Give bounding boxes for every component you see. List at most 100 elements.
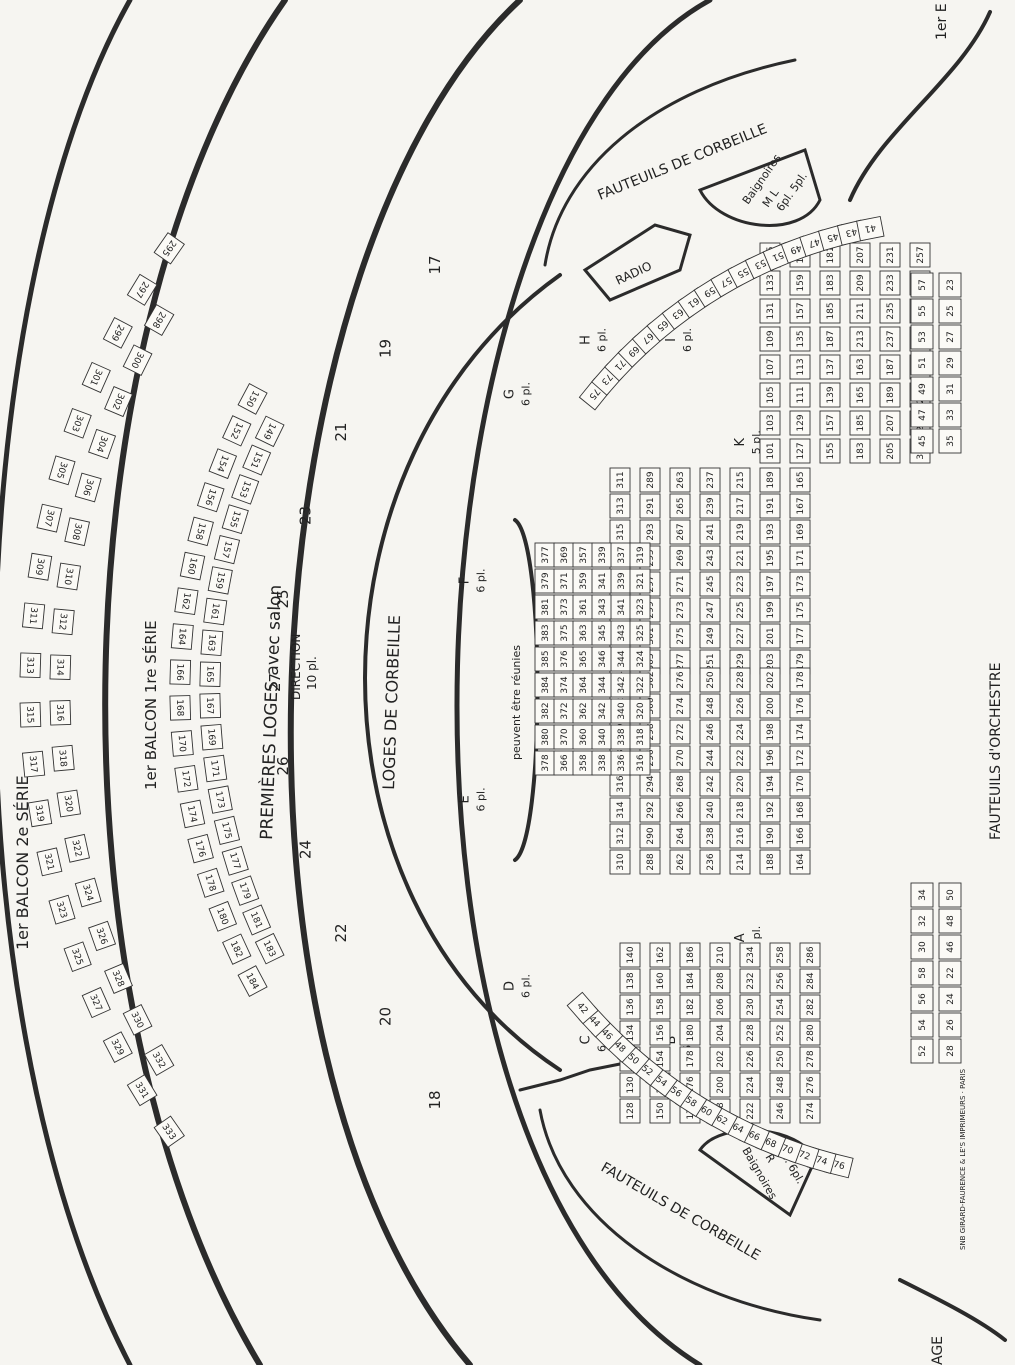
seat[interactable]: 338 — [591, 750, 613, 776]
seat[interactable]: 174 — [789, 719, 811, 745]
seat[interactable]: 295 — [153, 232, 185, 265]
seat[interactable]: 52 — [910, 1038, 934, 1064]
seat[interactable]: 371 — [553, 568, 575, 594]
seat[interactable]: 301 — [81, 361, 111, 394]
seat[interactable]: 30 — [910, 934, 934, 960]
seat[interactable]: 320 — [629, 698, 651, 724]
seat[interactable]: 266 — [669, 797, 691, 823]
seat[interactable]: 198 — [759, 719, 781, 745]
seat[interactable]: 262 — [669, 849, 691, 875]
seat[interactable]: 300 — [122, 344, 153, 376]
seat[interactable]: 163 — [849, 354, 871, 380]
seat[interactable]: 236 — [699, 849, 721, 875]
seat[interactable]: 340 — [591, 724, 613, 750]
seat[interactable]: 244 — [699, 745, 721, 771]
seat[interactable]: 264 — [669, 823, 691, 849]
seat[interactable]: 227 — [729, 623, 751, 649]
seat[interactable]: 199 — [759, 597, 781, 623]
seat[interactable]: 340 — [610, 698, 632, 724]
seat[interactable]: 188 — [759, 849, 781, 875]
seat[interactable]: 363 — [572, 620, 594, 646]
seat[interactable]: 383 — [534, 620, 556, 646]
premiere-loge[interactable]: 26 — [274, 756, 292, 775]
seat[interactable]: 323 — [48, 894, 76, 925]
premiere-loge[interactable]: 21 — [332, 422, 350, 441]
seat[interactable]: 161 — [203, 597, 228, 626]
seat[interactable]: 155 — [221, 504, 249, 535]
seat[interactable]: 248 — [699, 693, 721, 719]
seat[interactable]: 194 — [759, 771, 781, 797]
seat[interactable]: 330 — [122, 1004, 153, 1036]
seat[interactable]: 159 — [207, 566, 233, 595]
seat[interactable]: 327 — [81, 986, 111, 1019]
seat[interactable]: 184 — [679, 968, 701, 994]
seat[interactable]: 313 — [19, 652, 42, 679]
seat[interactable]: 346 — [591, 646, 613, 672]
seat[interactable]: 332 — [143, 1043, 175, 1077]
seat[interactable]: 326 — [88, 920, 117, 952]
seat[interactable]: 165 — [789, 467, 811, 493]
seat[interactable]: 320 — [56, 789, 81, 818]
seat[interactable]: 344 — [610, 646, 632, 672]
seat[interactable]: 131 — [759, 298, 781, 324]
seat[interactable]: 26 — [938, 1012, 962, 1038]
seat[interactable]: 183 — [819, 270, 841, 296]
seat[interactable]: 184 — [237, 965, 268, 997]
seat[interactable]: 370 — [553, 724, 575, 750]
seat[interactable]: 222 — [729, 745, 751, 771]
seat[interactable]: 369 — [553, 542, 575, 568]
seat[interactable]: 270 — [669, 745, 691, 771]
seat[interactable]: 289 — [639, 467, 661, 493]
seat[interactable]: 23 — [938, 272, 962, 298]
seat[interactable]: 291 — [639, 493, 661, 519]
seat[interactable]: 324 — [629, 646, 651, 672]
seat[interactable]: 34 — [910, 882, 934, 908]
seat[interactable]: 310 — [56, 562, 81, 591]
seat[interactable]: 286 — [799, 942, 821, 968]
seat[interactable]: 204 — [709, 1020, 731, 1046]
seat[interactable]: 292 — [639, 797, 661, 823]
seat[interactable]: 384 — [534, 672, 556, 698]
seat[interactable]: 230 — [739, 994, 761, 1020]
seat[interactable]: 42 — [566, 991, 599, 1025]
seat[interactable]: 271 — [669, 571, 691, 597]
seat[interactable]: 305 — [48, 455, 76, 486]
seat[interactable]: 105 — [759, 382, 781, 408]
seat[interactable]: 250 — [699, 667, 721, 693]
seat[interactable]: 153 — [231, 474, 260, 505]
seat[interactable]: 319 — [629, 542, 651, 568]
seat[interactable]: 173 — [789, 571, 811, 597]
seat[interactable]: 169 — [200, 723, 224, 751]
seat[interactable]: 375 — [553, 620, 575, 646]
seat[interactable]: 219 — [729, 519, 751, 545]
seat[interactable]: 157 — [819, 410, 841, 436]
seat[interactable]: 322 — [64, 833, 91, 863]
seat[interactable]: 323 — [629, 594, 651, 620]
seat[interactable]: 177 — [789, 623, 811, 649]
seat[interactable]: 178 — [679, 1046, 701, 1072]
seat[interactable]: 299 — [102, 317, 133, 349]
seat[interactable]: 238 — [699, 823, 721, 849]
seat[interactable]: 24 — [938, 986, 962, 1012]
seat[interactable]: 235 — [879, 298, 901, 324]
seat[interactable]: 150 — [649, 1098, 671, 1124]
seat[interactable]: 314 — [609, 797, 631, 823]
seat[interactable]: 180 — [679, 1020, 701, 1046]
seat[interactable]: 170 — [789, 771, 811, 797]
seat[interactable]: 200 — [759, 693, 781, 719]
seat[interactable]: 159 — [789, 270, 811, 296]
seat[interactable]: 342 — [591, 698, 613, 724]
seat[interactable]: 310 — [609, 849, 631, 875]
seat[interactable]: 221 — [729, 545, 751, 571]
premiere-loge[interactable]: 24 — [297, 840, 315, 859]
seat[interactable]: 186 — [679, 942, 701, 968]
seat[interactable]: 344 — [591, 672, 613, 698]
seat[interactable]: 200 — [709, 1072, 731, 1098]
seat[interactable]: 364 — [572, 672, 594, 698]
seat[interactable]: 226 — [729, 693, 751, 719]
seat[interactable]: 140 — [619, 942, 641, 968]
